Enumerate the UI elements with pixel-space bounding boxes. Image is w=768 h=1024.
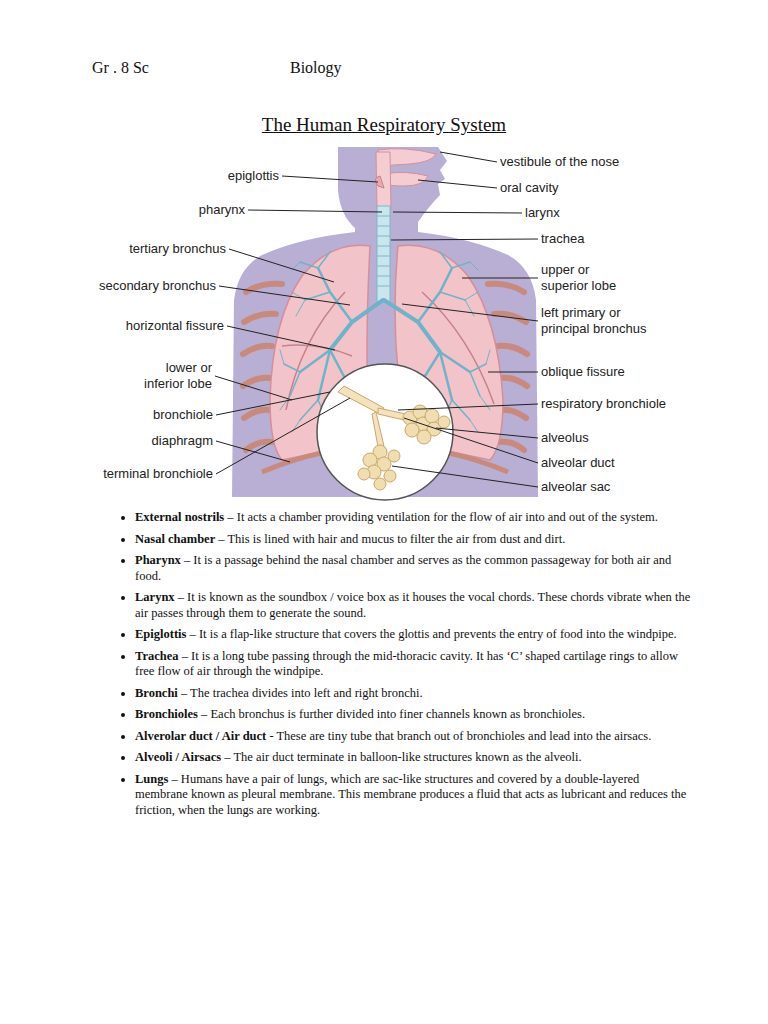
part-label: diaphragm [152, 433, 213, 449]
part-label: larynx [525, 205, 560, 221]
notes-list: External nostrils– It acts a chamber pro… [117, 510, 695, 824]
term-description: – Each bronchus is further divided into … [201, 707, 585, 721]
notes-item: Bronchioles– Each bronchus is further di… [135, 707, 695, 723]
term-heading: Bronchi [135, 686, 178, 700]
diaphragm-muscle [262, 446, 508, 472]
part-label: alveolar sac [541, 479, 610, 495]
leader-line [488, 372, 538, 373]
term-description: – It acts a chamber providing ventilatio… [227, 510, 657, 524]
leader-line [219, 286, 350, 305]
term-heading: Epiglottis [135, 627, 186, 641]
part-label: horizontal fissure [126, 318, 224, 334]
leader-line [216, 392, 330, 415]
leader-line [418, 180, 497, 188]
alveoli-detail [338, 386, 450, 490]
part-label: respiratory bronchiole [541, 396, 666, 412]
part-label: tertiary bronchus [129, 241, 226, 257]
part-label: pharynx [199, 202, 245, 218]
term-heading: Pharynx [135, 553, 181, 567]
term-heading: Lungs [135, 772, 168, 786]
leader-line [229, 249, 334, 282]
leader-line [215, 376, 292, 400]
leader-line [440, 152, 497, 162]
header-text: Biology [290, 58, 342, 78]
notes-item: Alveoli / Airsacs– The air duct terminat… [135, 750, 695, 766]
part-label: oblique fissure [541, 364, 625, 380]
pharynx-tube [376, 152, 391, 210]
notes-item: External nostrils– It acts a chamber pro… [135, 510, 695, 526]
part-label: alveolus [541, 430, 589, 446]
term-heading: Larynx [135, 590, 175, 604]
notes-item: Bronchi– The trachea divides into left a… [135, 686, 695, 702]
leader-line [392, 466, 538, 487]
leader-line [216, 398, 350, 474]
term-description: - These are tiny tube that branch out of… [269, 729, 651, 743]
term-description: – It is a long tube passing through the … [135, 649, 678, 679]
leader-line [282, 176, 378, 182]
part-label: alveolar duct [541, 455, 615, 471]
leader-line [404, 418, 538, 463]
term-description: – Humans have a pair of lungs, which are… [135, 772, 686, 817]
leader-line [462, 278, 538, 279]
term-description: – The air duct terminate in balloon-like… [224, 750, 581, 764]
notes-item: Pharynx– It is a passage behind the nasa… [135, 553, 695, 584]
notes-item: Epiglottis – It is a flap-like structure … [135, 627, 695, 643]
term-heading: Nasal chamber [135, 532, 215, 546]
leader-line [227, 326, 335, 350]
term-description: – The trachea divides into left and righ… [181, 686, 423, 700]
notes-item: Lungs– Humans have a pair of lungs, whic… [135, 772, 695, 819]
leader-line [248, 210, 382, 212]
term-heading: External nostrils [135, 510, 224, 524]
leader-line [393, 212, 522, 213]
page-title: The Human Respiratory System [0, 113, 768, 137]
notes-item: Alverolar duct / Air duct- These are tin… [135, 729, 695, 745]
notes-item: Larynx– It is known as the soundbox / vo… [135, 590, 695, 621]
part-label: lower or inferior lobe [132, 360, 212, 392]
leader-line [436, 428, 538, 438]
term-description: – It is a passage behind the nasal chamb… [135, 553, 671, 583]
part-label: bronchiole [153, 407, 213, 423]
part-label: left primary or principal bronchus [541, 305, 653, 337]
magnified-inset [317, 364, 453, 500]
term-heading: Trachea [135, 649, 179, 663]
leader-line [216, 441, 290, 462]
notes-item: Trachea– It is a long tube passing throu… [135, 649, 695, 680]
part-label: terminal bronchiole [103, 466, 213, 482]
term-description: – It is known as the soundbox / voice bo… [135, 590, 690, 620]
header-text: Gr . 8 Sc [92, 58, 149, 78]
part-label: trachea [541, 231, 584, 247]
part-label: oral cavity [500, 180, 559, 196]
part-label: vestibule of the nose [500, 154, 619, 170]
cartilage-rings [377, 216, 390, 286]
term-heading: Alverolar duct / Air duct [135, 729, 266, 743]
term-heading: Bronchioles [135, 707, 198, 721]
leader-line [402, 304, 538, 321]
term-heading: Alveoli / Airsacs [135, 750, 221, 764]
notes-item: Nasal chamber– This is lined with hair a… [135, 532, 695, 548]
term-description: – This is lined with hair and mucus to f… [218, 532, 565, 546]
term-description: – It is a flap-like structure that cover… [190, 627, 677, 641]
horizontal-fissure-line [282, 345, 352, 356]
leader-line [398, 404, 538, 410]
part-label: secondary bronchus [99, 278, 216, 294]
part-label: epiglottis [228, 168, 279, 184]
trachea-tube [377, 206, 390, 302]
leader-line [391, 239, 538, 240]
part-label: upper or superior lobe [541, 262, 626, 294]
